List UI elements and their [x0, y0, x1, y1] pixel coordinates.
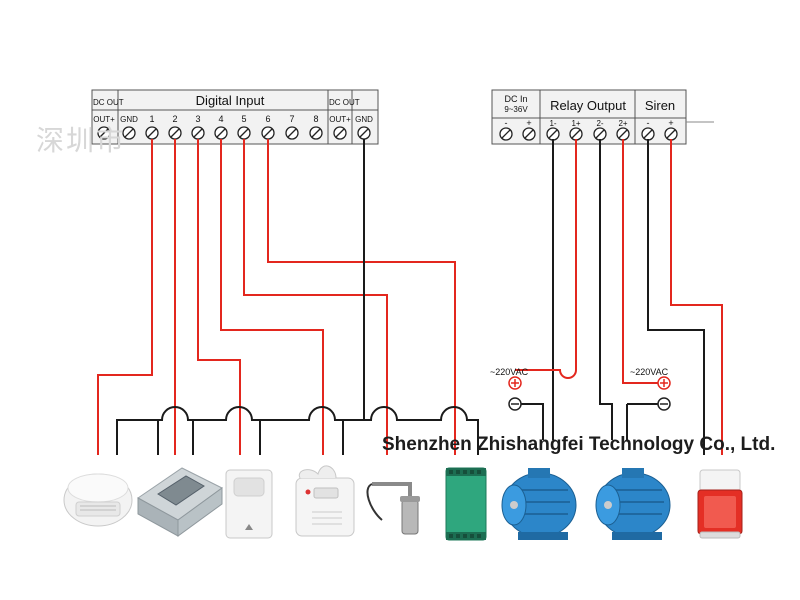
siren-light-icon: [697, 469, 743, 539]
gas-detector-icon: [295, 465, 355, 537]
motor-icon: [595, 468, 671, 540]
pir-sensor-icon: [225, 469, 273, 539]
ac-source-right: ~220VAC: [630, 367, 671, 411]
company-name: Shenzhen Zhishangfei Technology Co., Ltd…: [382, 434, 775, 455]
dc-in-label: DC In: [504, 94, 527, 104]
terminal-label: 8: [313, 114, 318, 124]
terminal-label: +: [526, 118, 531, 128]
ac-source-left: ~220VAC: [490, 367, 529, 411]
io-module-icon: [445, 467, 487, 541]
dc-in-range: 9~36V: [504, 105, 528, 114]
terminal-label: GND: [120, 115, 138, 124]
thermostat-panel-icon: [137, 467, 223, 537]
dc-out-left-label: DC OUT: [93, 98, 124, 107]
terminal-label: -: [647, 118, 650, 128]
terminal-label: 1+: [571, 119, 580, 128]
ac-label: ~220VAC: [630, 367, 669, 377]
terminal-label: 3: [195, 114, 200, 124]
terminal-label: +: [668, 118, 673, 128]
input-wires: [97, 139, 479, 455]
terminal-label: 4: [218, 114, 223, 124]
terminal-label: 2-: [596, 119, 603, 128]
ac-label: ~220VAC: [490, 367, 529, 377]
terminal-label: 6: [265, 114, 270, 124]
terminal-label: 1-: [549, 119, 556, 128]
terminal-label: 5: [241, 114, 246, 124]
terminal-label: 7: [289, 114, 294, 124]
output-wires: [515, 139, 723, 455]
terminal-label: 2+: [618, 119, 627, 128]
smoke-detector-icon: [63, 473, 133, 527]
float-switch-icon: [366, 482, 420, 535]
terminal-label: -: [505, 118, 508, 128]
terminal-label: OUT+: [93, 115, 115, 124]
watermark-text: 深圳市: [36, 124, 126, 157]
motor-icon: [501, 468, 577, 540]
terminal-label: GND: [355, 115, 373, 124]
dc-out-right-label: DC OUT: [329, 98, 360, 107]
right-terminal-block: DC In 9~36V Relay Output Siren - + 1- 1+…: [491, 89, 714, 145]
digital-input-header: Digital Input: [196, 93, 265, 108]
left-terminal-block: DC OUT Digital Input DC OUT OUT+ GND 1 2…: [91, 89, 379, 145]
terminal-label: OUT+: [329, 115, 351, 124]
relay-output-header: Relay Output: [550, 98, 626, 113]
siren-header: Siren: [645, 98, 675, 113]
terminal-label: 2: [172, 114, 177, 124]
terminal-label: 1: [149, 114, 154, 124]
